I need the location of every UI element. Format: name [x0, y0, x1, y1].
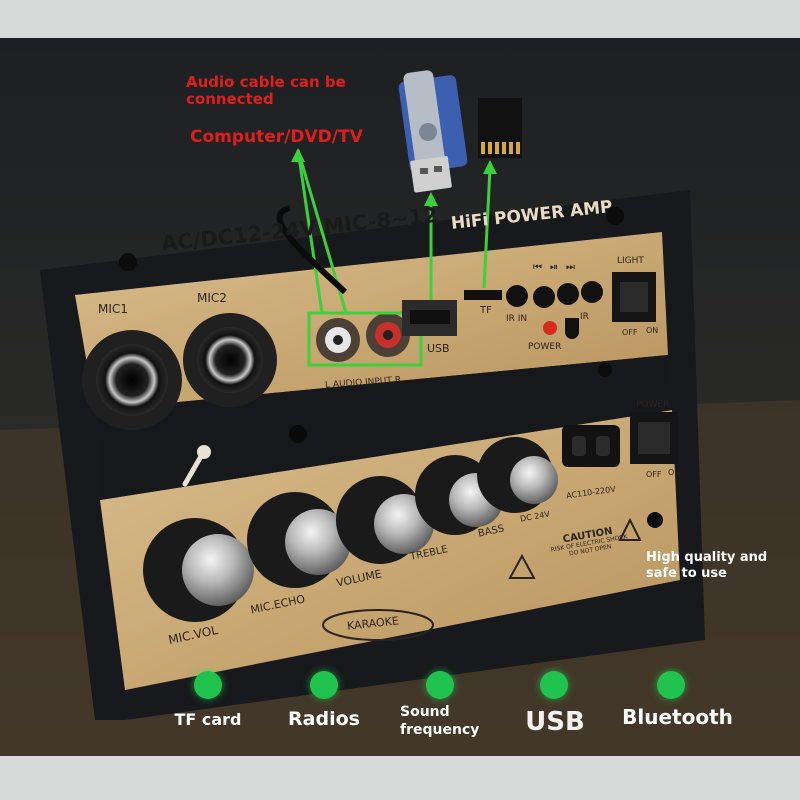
tf-card-icon	[478, 98, 522, 158]
cable-note: Audio cable can be connected	[186, 73, 346, 109]
next-icon: ⏭	[566, 262, 583, 273]
tf-slot-label: TF	[480, 305, 492, 316]
feature-dot-tf-card	[194, 671, 222, 699]
quality-note-line1: High quality and	[646, 550, 768, 565]
mic1-label: MIC1	[98, 302, 128, 316]
knob-mic-echo	[247, 492, 351, 588]
power-off-label: OFF	[646, 470, 662, 479]
prev-icon: ⏮	[533, 262, 550, 273]
light-switch-label: LIGHT	[617, 256, 644, 266]
power-on-label: ON	[668, 468, 681, 477]
feature-dot-radios	[310, 671, 338, 699]
feature-label-radios: Radios	[288, 708, 360, 730]
quality-note-line2: safe to use	[646, 565, 727, 581]
feature-dot-usb	[540, 671, 568, 699]
quality-note: High quality and safe to use	[646, 550, 767, 581]
ir-in-label: IR IN	[506, 314, 528, 324]
light-on-label: ON	[646, 326, 659, 335]
usb-port-label: USB	[427, 342, 450, 355]
knob-volume	[336, 476, 434, 564]
power-switch-label: POWER	[636, 400, 670, 410]
feature-dot-bluetooth	[657, 671, 685, 699]
ir-label: IR	[580, 312, 589, 322]
light-off-label: OFF	[622, 328, 638, 337]
sources-note: Computer/DVD/TV	[190, 127, 363, 147]
play-pause-icon: ⏯	[550, 262, 566, 273]
mic2-label: MIC2	[197, 291, 227, 305]
knob-mic-vol	[143, 518, 254, 622]
power-led-label: POWER	[528, 342, 562, 352]
knob-bass	[477, 437, 558, 513]
feature-label-sound-frequency: Sound frequency	[400, 704, 480, 739]
feature-label-bluetooth: Bluetooth	[622, 705, 733, 729]
usb-stick-icon	[398, 70, 468, 193]
feature-dot-sound-frequency	[426, 671, 454, 699]
cable-note-line1: Audio cable can be	[186, 73, 346, 91]
feature-label-tf-card: TF card	[174, 710, 242, 729]
cable-note-line2: connected	[186, 90, 274, 109]
feature-label-usb: USB	[525, 707, 585, 737]
transport-symbols: ⏮⏯⏭	[533, 262, 583, 273]
